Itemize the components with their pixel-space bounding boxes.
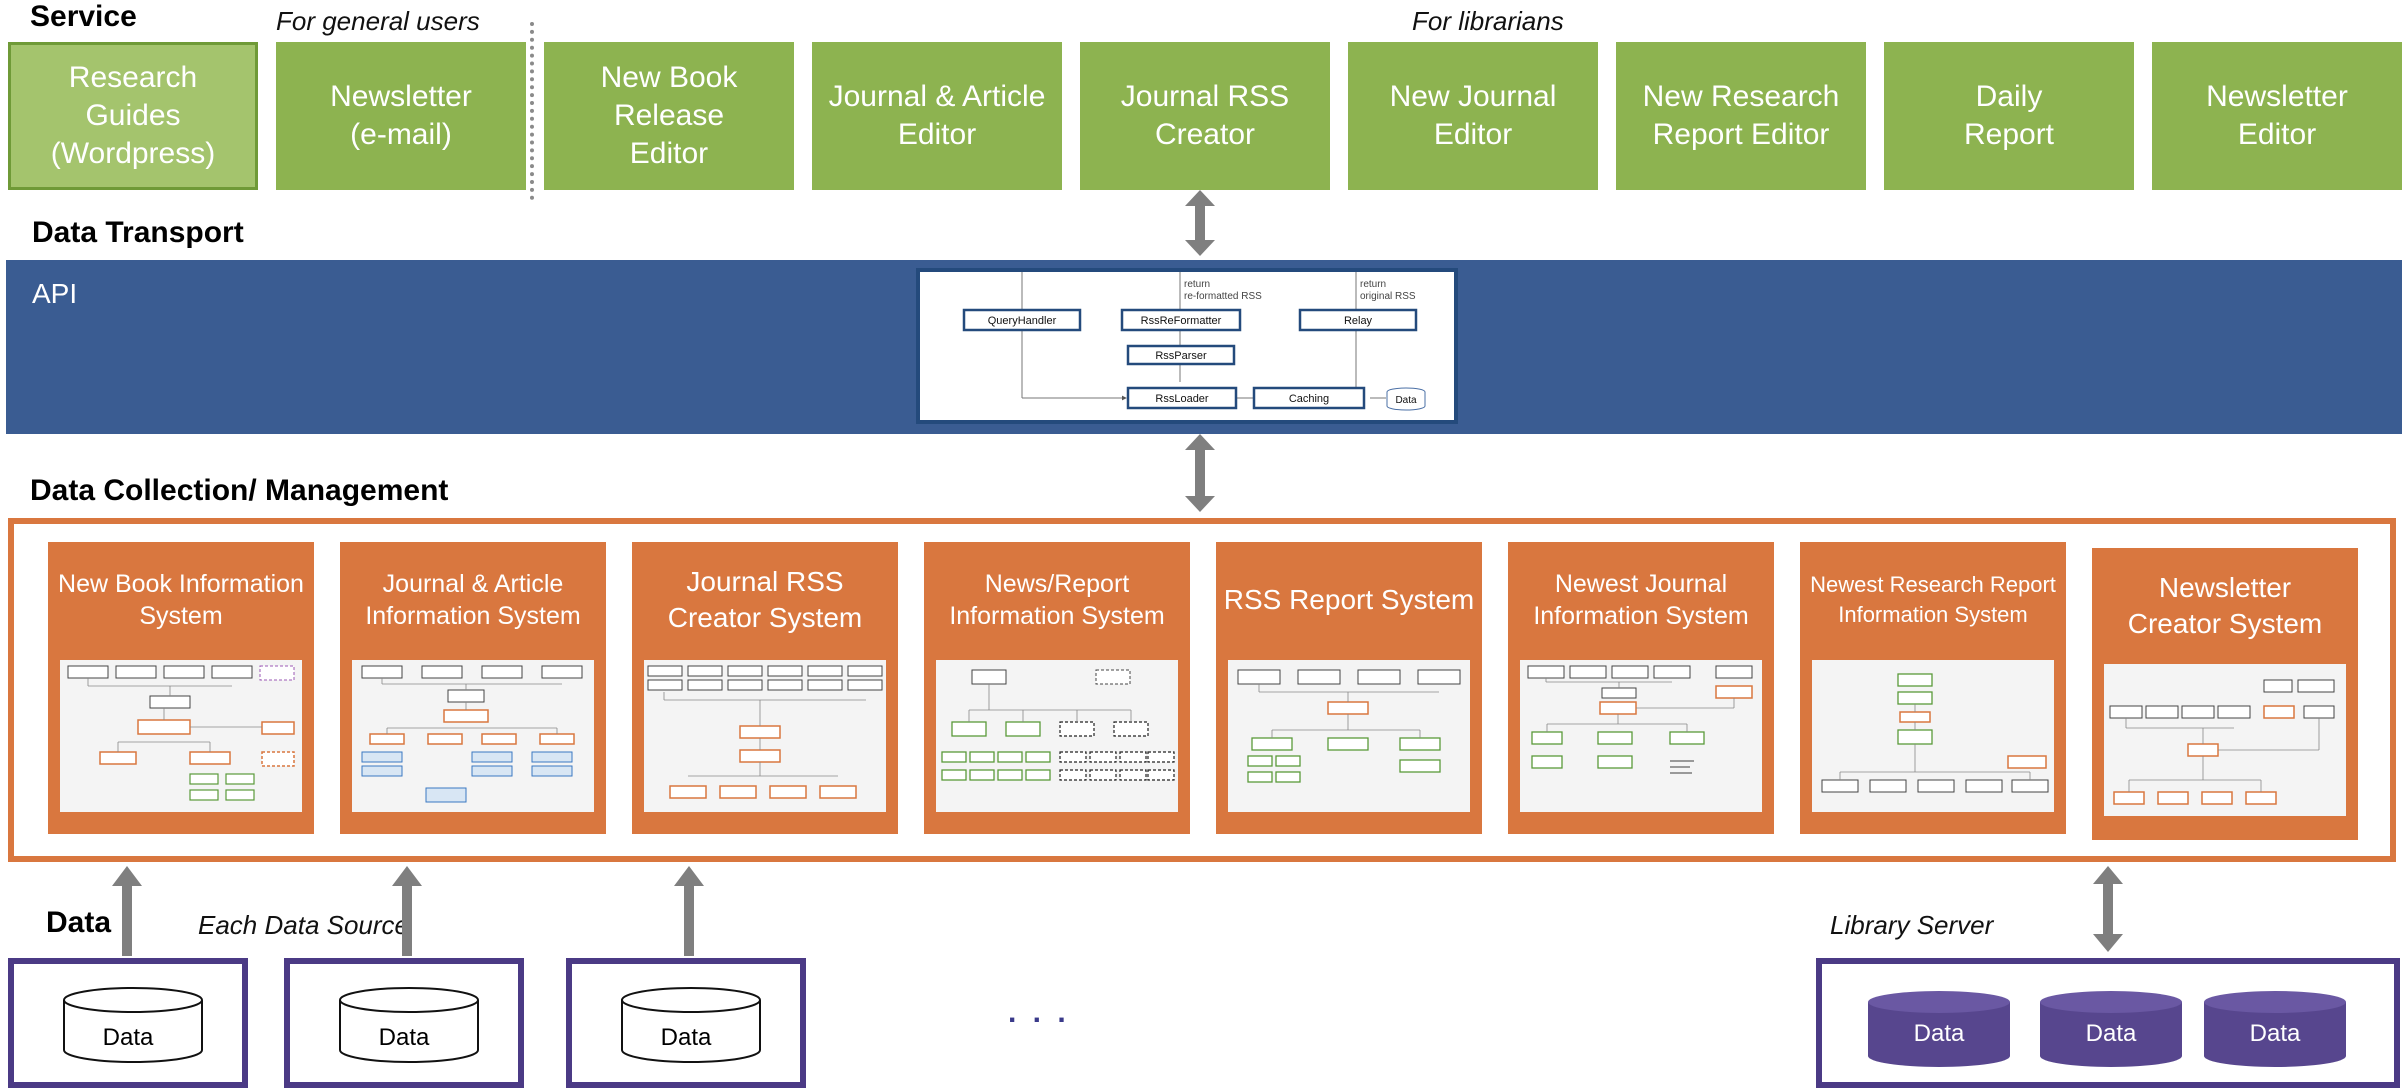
system-rss-report[interactable]: RSS Report System (1216, 542, 1482, 834)
service-journal-article-editor[interactable]: Journal & Article Editor (812, 42, 1062, 190)
library-server-frame: Data Data Data (1816, 958, 2400, 1088)
user-group-divider (530, 22, 534, 200)
more-sources-ellipsis: . . . (1008, 996, 1070, 1029)
system-title: News/Report Information System (949, 570, 1165, 630)
database-cylinder-icon (2204, 991, 2346, 1067)
system-journal-article[interactable]: Journal & Article Information System (340, 542, 606, 834)
api-data-store-label: Data (1395, 395, 1417, 406)
database-cylinder-icon (2040, 991, 2182, 1067)
library-data-3: Data (2202, 990, 2348, 1070)
class-diagram-thumbnail (941, 669, 1175, 781)
system-title: Journal & Article Information System (365, 570, 581, 630)
service-new-journal-editor[interactable]: New Journal Editor (1348, 42, 1598, 190)
system-newsletter-creator[interactable]: Newsletter Creator System (2092, 548, 2358, 840)
service-new-research-report-editor[interactable]: New Research Report Editor (1616, 42, 1866, 190)
library-data-2: Data (2038, 990, 2184, 1070)
system-class-diagram (2104, 664, 2346, 816)
system-new-book[interactable]: New Book Information System (48, 542, 314, 834)
general-users-caption: For general users (276, 6, 480, 36)
data-source-1: Data (8, 958, 248, 1088)
class-diagram-thumbnail (1237, 669, 1461, 783)
data-label: Data (102, 1024, 154, 1051)
system-class-diagram (352, 660, 594, 812)
system-class-diagram (1812, 660, 2054, 812)
data-source-2: Data (284, 958, 524, 1088)
service-daily-report[interactable]: Daily Report (1884, 42, 2134, 190)
api-relay-label: Relay (1344, 315, 1373, 327)
api-architecture-diagram: QueryHandler RssReFormatter Relay RssPar… (916, 268, 1458, 424)
system-title: Journal RSS Creator System (667, 566, 863, 633)
system-title: Newest Journal Information System (1533, 570, 1749, 630)
database-cylinder-icon (621, 987, 761, 1063)
system-title: New Book Information System (58, 570, 304, 630)
database-cylinder-icon (339, 987, 479, 1063)
data-collection-header: Data Collection/ Management (30, 474, 449, 507)
system-class-diagram (936, 660, 1178, 812)
service-newsletter-email[interactable]: Newsletter (e-mail) (276, 42, 526, 190)
data-transport-header: Data Transport (32, 216, 244, 249)
system-title: Newest Research Report Information Syste… (1810, 572, 2056, 627)
service-new-book-release-editor[interactable]: New Book Release Editor (544, 42, 794, 190)
data-label: Data (378, 1024, 430, 1051)
class-diagram-thumbnail (1527, 665, 1753, 774)
class-diagram-thumbnail (1821, 673, 2049, 793)
data-label: Data (2085, 1020, 2137, 1047)
data-label: Data (660, 1024, 712, 1051)
data-source-3: Data (566, 958, 806, 1088)
api-caching-label: Caching (1289, 393, 1329, 405)
system-class-diagram (60, 660, 302, 812)
library-data-1: Data (1866, 990, 2012, 1070)
data-label: Data (1913, 1020, 1965, 1047)
system-news-report[interactable]: News/Report Information System (924, 542, 1190, 834)
api-parser-label: RssParser (1155, 350, 1207, 362)
system-title: Newsletter Creator System (2127, 572, 2323, 639)
service-journal-rss-creator[interactable]: Journal RSS Creator (1080, 42, 1330, 190)
class-diagram-thumbnail (647, 665, 883, 799)
api-note-reformatted-2: re-formatted RSS (1184, 291, 1262, 302)
api-label: API (32, 278, 78, 309)
system-newest-journal[interactable]: Newest Journal Information System (1508, 542, 1774, 834)
api-diagram-svg: QueryHandler RssReFormatter Relay RssPar… (962, 272, 1426, 411)
system-class-diagram (644, 660, 886, 812)
each-data-source-caption: Each Data Source (198, 910, 410, 940)
api-query-handler-label: QueryHandler (988, 315, 1057, 327)
data-label: Data (2249, 1020, 2301, 1047)
class-diagram-thumbnail (2109, 679, 2335, 805)
api-note-original-2: original RSS (1360, 291, 1416, 302)
library-server-caption: Library Server (1830, 910, 1994, 940)
system-title: RSS Report System (1223, 584, 1475, 615)
system-newest-research-report[interactable]: Newest Research Report Information Syste… (1800, 542, 2066, 834)
service-research-guides[interactable]: Research Guides (Wordpress) (8, 42, 258, 190)
system-class-diagram (1520, 660, 1762, 812)
api-reformatter-label: RssReFormatter (1141, 315, 1222, 327)
database-cylinder-icon (1868, 991, 2010, 1067)
class-diagram-thumbnail (361, 665, 583, 803)
service-newsletter-editor[interactable]: Newsletter Editor (2152, 42, 2402, 190)
system-class-diagram (1228, 660, 1470, 812)
api-loader-label: RssLoader (1155, 393, 1209, 405)
database-cylinder-icon (63, 987, 203, 1063)
data-header: Data (46, 906, 112, 939)
librarians-caption: For librarians (1412, 6, 1564, 36)
service-header: Service (30, 0, 137, 33)
class-diagram-thumbnail (67, 665, 295, 801)
api-note-original-1: return (1360, 279, 1386, 290)
system-journal-rss-creator[interactable]: Journal RSS Creator System (632, 542, 898, 834)
api-note-reformatted-1: return (1184, 279, 1210, 290)
